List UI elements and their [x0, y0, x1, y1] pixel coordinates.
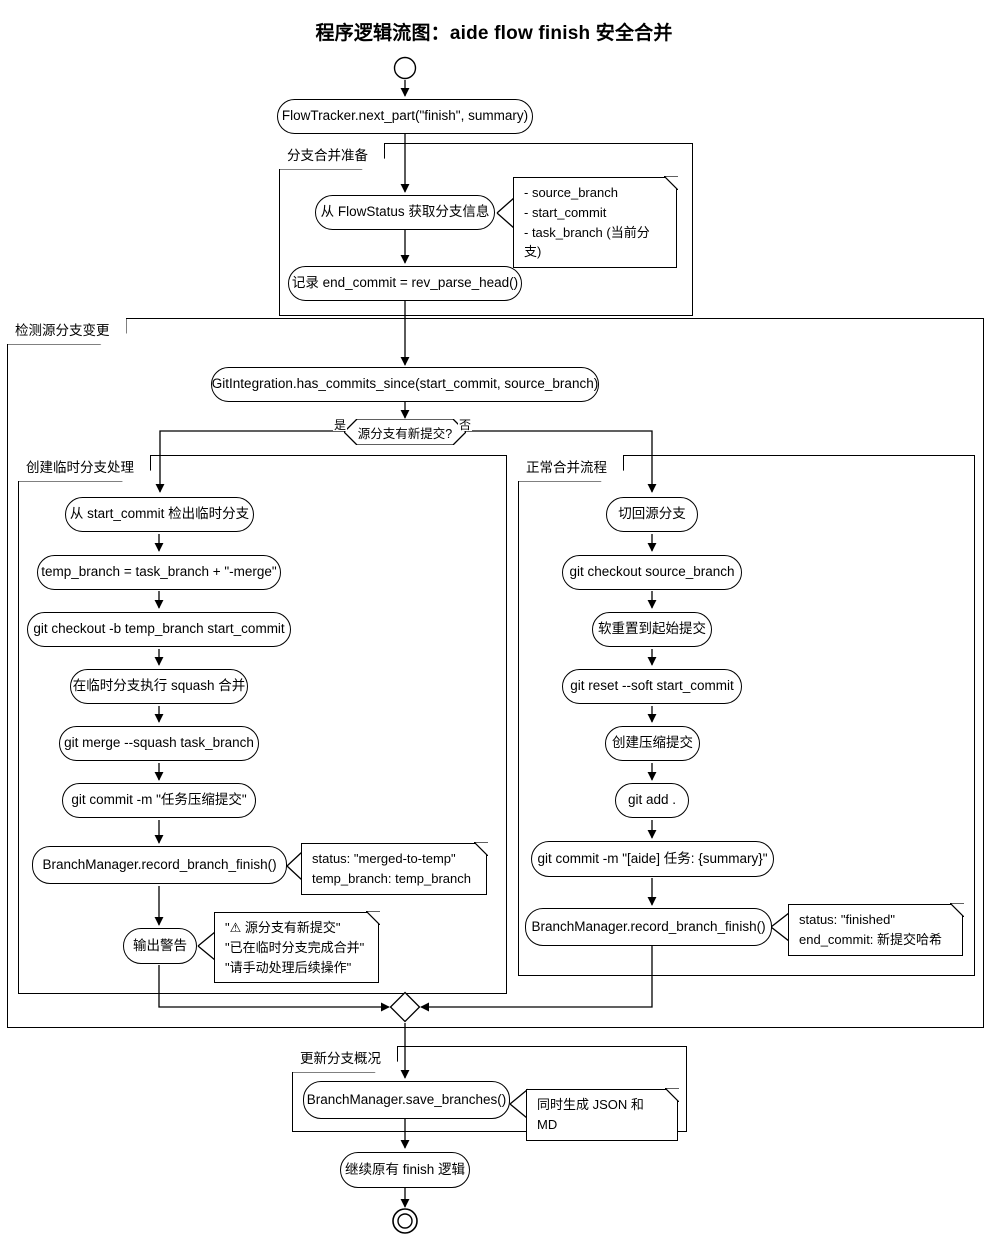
node-git-checkout-b-temp-branch[interactable]: git checkout -b temp_branch start_commit: [27, 612, 291, 647]
node-label: 软重置到起始提交: [598, 621, 706, 637]
node-label: git add .: [627, 792, 677, 808]
node-label: 创建压缩提交: [612, 735, 693, 751]
edge-label-yes: 是: [333, 418, 348, 432]
node-label: 记录 end_commit = rev_parse_head(): [291, 275, 519, 291]
subgraph-normal-merge: 正常合并流程: [518, 455, 975, 976]
decision-label: 源分支有新提交?: [357, 426, 453, 441]
node-label: 在临时分支执行 squash 合并: [72, 678, 246, 694]
node-git-add[interactable]: git add .: [615, 783, 689, 818]
subgraph-update-overview: 更新分支概况: [292, 1046, 687, 1132]
node-label: git checkout -b temp_branch start_commit: [33, 621, 285, 637]
node-label: BranchManager.record_branch_finish(): [531, 918, 766, 934]
node-label: temp_branch = task_branch + "-merge": [41, 564, 277, 580]
subgraph-merge-prep: 分支合并准备: [279, 143, 693, 316]
node-label: GitIntegration.has_commits_since(start_c…: [211, 376, 599, 392]
node-git-merge-squash-task-branch[interactable]: git merge --squash task_branch: [59, 726, 259, 761]
node-temp-branch-assignment[interactable]: temp_branch = task_branch + "-merge": [37, 555, 281, 590]
node-label: 切回源分支: [618, 506, 686, 522]
note-finished-status-box: status: "finished" end_commit: 新提交哈希: [788, 904, 963, 956]
node-output-warning[interactable]: 输出警告: [123, 928, 197, 964]
note-save-branches-box: 同时生成 JSON 和 MD: [526, 1089, 678, 1141]
edge-label-no: 否: [458, 418, 473, 432]
node-label: 从 FlowStatus 获取分支信息: [320, 204, 490, 220]
node-flow-tracker-next-part[interactable]: FlowTracker.next_part("finish", summary): [277, 99, 533, 134]
node-git-commit-task-squash[interactable]: git commit -m "任务压缩提交": [62, 783, 256, 818]
node-label: 继续原有 finish 逻辑: [344, 1161, 466, 1177]
merge-point-diamond: [389, 991, 421, 1023]
note-finished-status: status: "finished" end_commit: 新提交哈希: [788, 903, 964, 956]
node-git-commit-aide-task[interactable]: git commit -m "[aide] 任务: {summary}": [531, 841, 774, 877]
node-label: 从 start_commit 检出临时分支: [69, 506, 250, 522]
subgraph-detect-changes: 检测源分支变更: [7, 318, 984, 1028]
node-save-branches[interactable]: BranchManager.save_branches(): [303, 1081, 510, 1119]
node-squash-merge-on-temp-branch[interactable]: 在临时分支执行 squash 合并: [70, 669, 248, 704]
node-label: git reset --soft start_commit: [570, 678, 734, 694]
note-warning-messages: "⚠ 源分支有新提交" "已在临时分支完成合并" "请手动处理后续操作": [214, 911, 380, 984]
node-checkout-temp-from-start-commit[interactable]: 从 start_commit 检出临时分支: [65, 497, 254, 532]
node-record-branch-finish-normal[interactable]: BranchManager.record_branch_finish(): [525, 908, 772, 946]
subgraph-temp-branch: 创建临时分支处理: [18, 455, 507, 994]
node-continue-original-finish-logic[interactable]: 继续原有 finish 逻辑: [340, 1152, 470, 1188]
node-has-commits-since[interactable]: GitIntegration.has_commits_since(start_c…: [211, 367, 599, 402]
node-git-checkout-source-branch[interactable]: git checkout source_branch: [562, 555, 742, 590]
note-branch-info-box: - source_branch - start_commit - task_br…: [513, 177, 677, 268]
end-node: [392, 1208, 418, 1234]
page-title: 程序逻辑流图：aide flow finish 安全合并: [315, 23, 673, 44]
node-git-reset-soft-start-commit[interactable]: git reset --soft start_commit: [562, 669, 742, 704]
node-create-squash-commit[interactable]: 创建压缩提交: [605, 726, 700, 761]
note-branch-info: - source_branch - start_commit - task_br…: [513, 176, 678, 268]
node-switch-back-to-source-branch[interactable]: 切回源分支: [606, 497, 698, 532]
node-label: git commit -m "任务压缩提交": [71, 792, 247, 808]
node-soft-reset-to-start-commit[interactable]: 软重置到起始提交: [592, 612, 712, 647]
note-save-branches: 同时生成 JSON 和 MD: [526, 1088, 679, 1141]
subgraph-merge-prep-label: 分支合并准备: [279, 143, 385, 170]
node-record-end-commit[interactable]: 记录 end_commit = rev_parse_head(): [288, 266, 522, 301]
node-label: git merge --squash task_branch: [64, 735, 254, 751]
node-record-branch-finish-temp[interactable]: BranchManager.record_branch_finish(): [32, 846, 287, 884]
subgraph-detect-changes-label: 检测源分支变更: [7, 318, 127, 345]
node-label: 输出警告: [133, 937, 187, 953]
node-label: FlowTracker.next_part("finish", summary): [281, 108, 529, 124]
node-label: BranchManager.record_branch_finish(): [42, 856, 277, 872]
start-node: [393, 56, 417, 80]
node-label: git checkout source_branch: [569, 564, 735, 580]
note-warning-messages-box: "⚠ 源分支有新提交" "已在临时分支完成合并" "请手动处理后续操作": [214, 912, 379, 984]
subgraph-normal-merge-label: 正常合并流程: [518, 455, 624, 482]
subgraph-update-overview-label: 更新分支概况: [292, 1046, 398, 1073]
node-get-branch-info[interactable]: 从 FlowStatus 获取分支信息: [315, 195, 495, 230]
node-label: git commit -m "[aide] 任务: {summary}": [537, 850, 768, 866]
decision-source-branch-has-new-commits[interactable]: 源分支有新提交?: [344, 419, 466, 445]
note-temp-status: status: "merged-to-temp" temp_branch: te…: [301, 842, 488, 895]
note-temp-status-box: status: "merged-to-temp" temp_branch: te…: [301, 843, 487, 895]
subgraph-temp-branch-label: 创建临时分支处理: [18, 455, 151, 482]
node-label: BranchManager.save_branches(): [306, 1091, 507, 1107]
